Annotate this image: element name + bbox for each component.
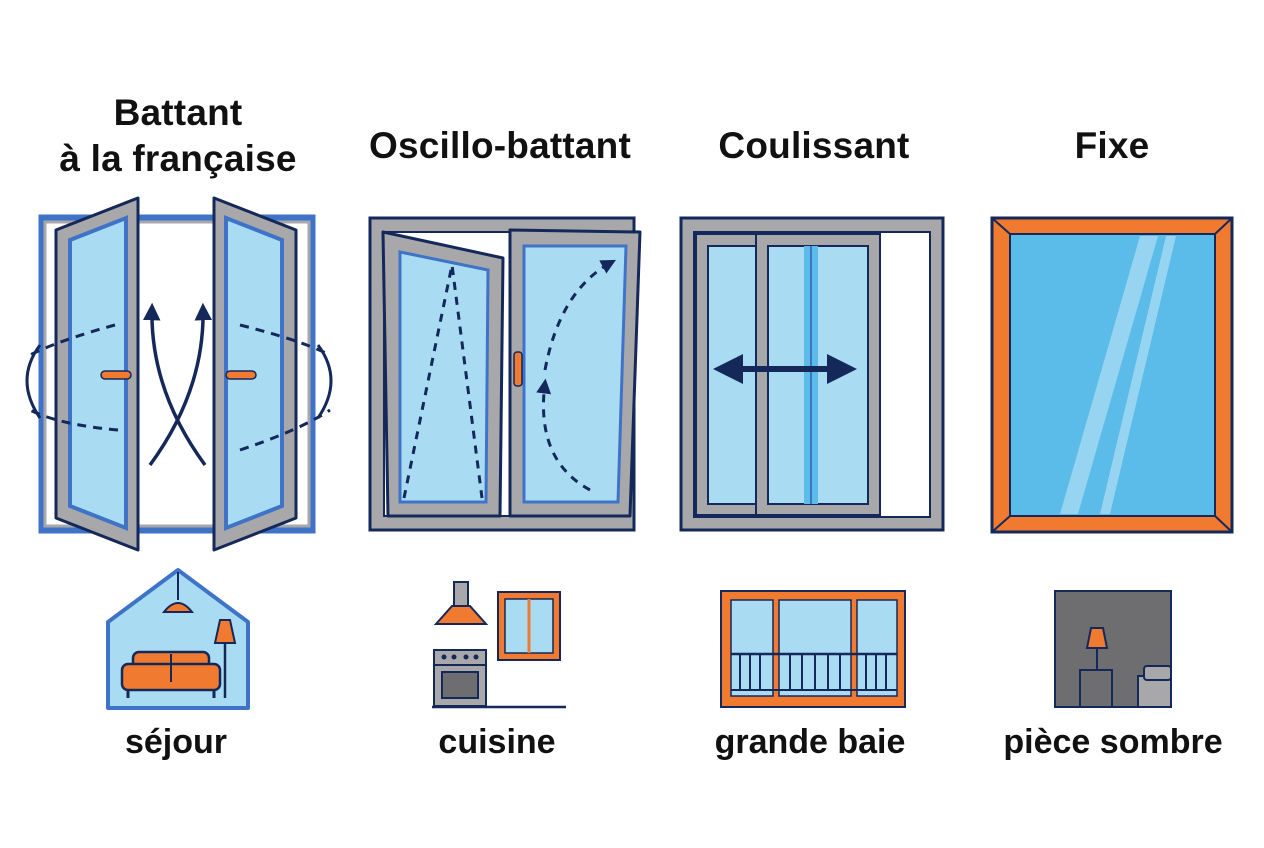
left-tilt-glass: [398, 250, 490, 504]
fixed-window-icon: [990, 216, 1234, 534]
caption-sejour: séjour: [124, 723, 228, 761]
open-arrow-up-left: [142, 302, 207, 467]
left-sash-glass: [68, 215, 128, 531]
right-handle-icon: [225, 370, 257, 380]
title-battant-line1: Battant: [113, 92, 243, 133]
title-fixe: Fixe: [1074, 125, 1150, 166]
sliding-window-icon: [679, 216, 945, 532]
title-battant: Battant à la française: [18, 90, 338, 182]
dark-room-icon: [1054, 590, 1172, 708]
tilt-arrow-up: [536, 378, 591, 492]
casement-window-icon: [25, 196, 333, 552]
title-oscillo-battant: Oscillo-battant: [368, 125, 632, 166]
caption-piece-sombre: pièce sombre: [1003, 723, 1223, 761]
caption-grande-baie: grande baie: [714, 723, 906, 761]
kitchen-icon: [432, 581, 566, 709]
right-turn-glass: [522, 244, 628, 504]
glass-reflection-thin: [1100, 236, 1176, 514]
bay-window-icon: [720, 590, 906, 708]
glass-reflection: [1060, 236, 1158, 514]
caption-cuisine: cuisine: [438, 723, 556, 761]
title-battant-line2: à la française: [59, 138, 297, 179]
tilt-handle-icon: [513, 351, 523, 387]
tilt-turn-window-icon: [368, 216, 642, 532]
living-room-icon: [106, 568, 250, 710]
title-coulissant: Coulissant: [718, 125, 910, 166]
open-arrow-up-right: [148, 302, 213, 467]
turn-arrow-up: [543, 259, 616, 371]
left-handle-icon: [100, 370, 132, 380]
